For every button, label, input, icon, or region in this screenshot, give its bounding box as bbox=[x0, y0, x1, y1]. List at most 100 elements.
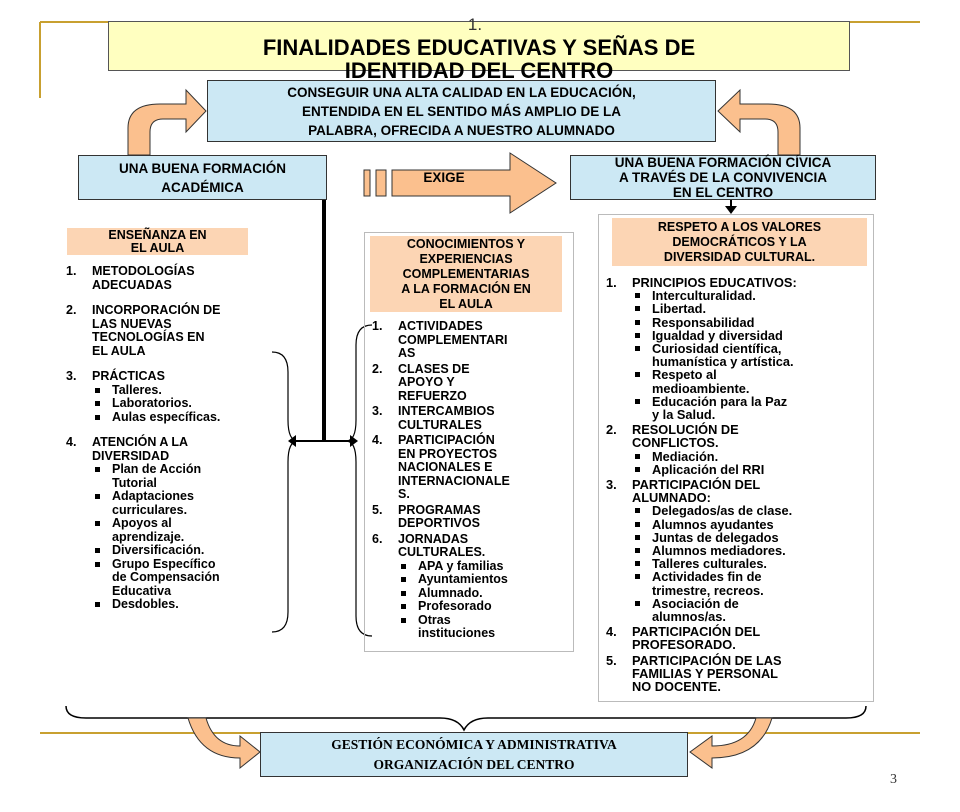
square-bullet-icon bbox=[95, 401, 100, 406]
item-text: ADECUADAS bbox=[92, 277, 172, 292]
square-bullet-icon bbox=[635, 548, 640, 554]
item-text: ATENCIÓN A LA bbox=[92, 435, 189, 449]
heading-line: RESPETO A LOS VALORES bbox=[657, 219, 822, 234]
heading-line: A LA FORMACIÓN EN bbox=[401, 281, 531, 296]
sub-item-text: Asociación de bbox=[652, 595, 739, 611]
item-number: 3. bbox=[66, 369, 77, 383]
item-text: FAMILIAS Y PERSONAL bbox=[632, 665, 779, 681]
item-text: PARTICIPACIÓN bbox=[398, 433, 495, 447]
goal-line: CONSEGUIR UNA ALTA CALIDAD EN LA EDUCACI… bbox=[287, 84, 636, 100]
square-bullet-icon bbox=[95, 521, 100, 526]
square-bullet-icon bbox=[635, 508, 640, 514]
item-text: PROGRAMAS bbox=[398, 502, 481, 517]
sub-item-text: Laboratorios. bbox=[112, 396, 192, 410]
item-text: CONFLICTOS. bbox=[632, 435, 719, 451]
square-bullet-icon bbox=[635, 372, 640, 378]
square-bullet-icon bbox=[635, 306, 640, 312]
values-panel bbox=[598, 214, 874, 702]
numbered-list: 1.PRINCIPIOS EDUCATIVOS:Interculturalida… bbox=[606, 276, 872, 695]
item-number: 3. bbox=[606, 477, 617, 493]
sub-item: Alumnos mediadores. bbox=[632, 544, 872, 557]
management-line: GESTIÓN ECONÓMICA Y ADMINISTRATIVA bbox=[331, 736, 617, 752]
sub-list: Interculturalidad.Libertad.Responsabilid… bbox=[632, 289, 872, 421]
item-number: 4. bbox=[66, 435, 77, 449]
sub-item-text: Aulas específicas. bbox=[112, 409, 221, 424]
item-number: 5. bbox=[606, 652, 617, 668]
square-bullet-icon bbox=[635, 398, 640, 404]
item-text: INTERNACIONALE bbox=[398, 473, 510, 488]
curved-arrow-right-icon bbox=[717, 88, 801, 156]
square-bullet-icon bbox=[635, 534, 640, 540]
sub-item-text: Curiosidad científica, bbox=[652, 341, 782, 357]
sub-item-text: alumnos/as. bbox=[652, 609, 726, 625]
complementary-panel bbox=[364, 232, 574, 652]
sub-item: Ayuntamientos bbox=[398, 572, 572, 587]
sub-item-text: Apoyos al bbox=[112, 516, 172, 530]
square-bullet-icon bbox=[401, 604, 406, 609]
item-text: ACTIVIDADES bbox=[398, 319, 483, 333]
item-text: DEPORTIVOS bbox=[398, 516, 480, 530]
heading-line: EL AULA bbox=[130, 240, 185, 255]
classroom-heading: ENSEÑANZA EN EL AULA bbox=[67, 228, 248, 255]
complementary-heading: CONOCIMIENTOS Y EXPERIENCIAS COMPLEMENTA… bbox=[370, 236, 562, 312]
heading-line: ENSEÑANZA EN bbox=[108, 227, 207, 242]
item-text: PROFESORADO. bbox=[632, 637, 736, 653]
item-number: 5. bbox=[372, 502, 383, 517]
sub-item-text: Alumnado. bbox=[418, 585, 483, 600]
curved-arrow-left-icon bbox=[127, 88, 207, 156]
item-text: NO DOCENTE. bbox=[632, 679, 721, 695]
sub-item-text: Educación para la Paz bbox=[652, 393, 788, 409]
sub-item-text: Libertad. bbox=[652, 301, 707, 317]
square-bullet-icon bbox=[95, 467, 100, 472]
item-number: 6. bbox=[372, 531, 383, 546]
sub-item: Juntas de delegados bbox=[632, 531, 872, 544]
item-text: APOYO Y bbox=[398, 375, 455, 389]
square-bullet-icon bbox=[95, 414, 100, 420]
item-text: ALUMNADO: bbox=[632, 490, 711, 506]
sub-item-text: curriculares. bbox=[112, 502, 188, 517]
square-bullet-icon bbox=[635, 332, 640, 338]
square-bullet-icon bbox=[95, 548, 100, 553]
title-line-2: IDENTIDAD DEL CENTRO bbox=[344, 57, 614, 83]
civic-line: EN EL CENTRO bbox=[672, 185, 774, 200]
management-line: ORGANIZACIÓN DEL CENTRO bbox=[373, 756, 575, 772]
sub-list: Talleres.Laboratorios.Aulas específicas. bbox=[92, 383, 276, 425]
square-bullet-icon bbox=[401, 577, 406, 582]
page-number: 3 bbox=[890, 772, 897, 787]
civic-line: UNA BUENA FORMACIÓN CÍVICA bbox=[614, 155, 832, 170]
square-bullet-icon bbox=[401, 590, 406, 596]
sub-item-text: Alumnos ayudantes bbox=[652, 516, 774, 532]
management-box: GESTIÓN ECONÓMICA Y ADMINISTRATIVA ORGAN… bbox=[260, 732, 688, 777]
item-number: 4. bbox=[372, 433, 383, 447]
sub-item-text: Igualdad y diversidad bbox=[652, 327, 783, 343]
sub-item-text: Interculturalidad. bbox=[652, 288, 756, 304]
sub-item-text: Talleres culturales. bbox=[652, 556, 767, 572]
item-text: EL AULA bbox=[92, 343, 146, 358]
sub-item: Laboratorios. bbox=[92, 396, 276, 411]
square-bullet-icon bbox=[635, 346, 640, 352]
square-bullet-icon bbox=[635, 293, 640, 299]
sub-item-text: Plan de Acción bbox=[112, 462, 202, 476]
item-text: PARTICIPACIÓN DEL bbox=[632, 624, 761, 640]
sub-item-text: Responsabilidad bbox=[652, 314, 755, 330]
sub-item: Mediación. bbox=[632, 449, 872, 463]
